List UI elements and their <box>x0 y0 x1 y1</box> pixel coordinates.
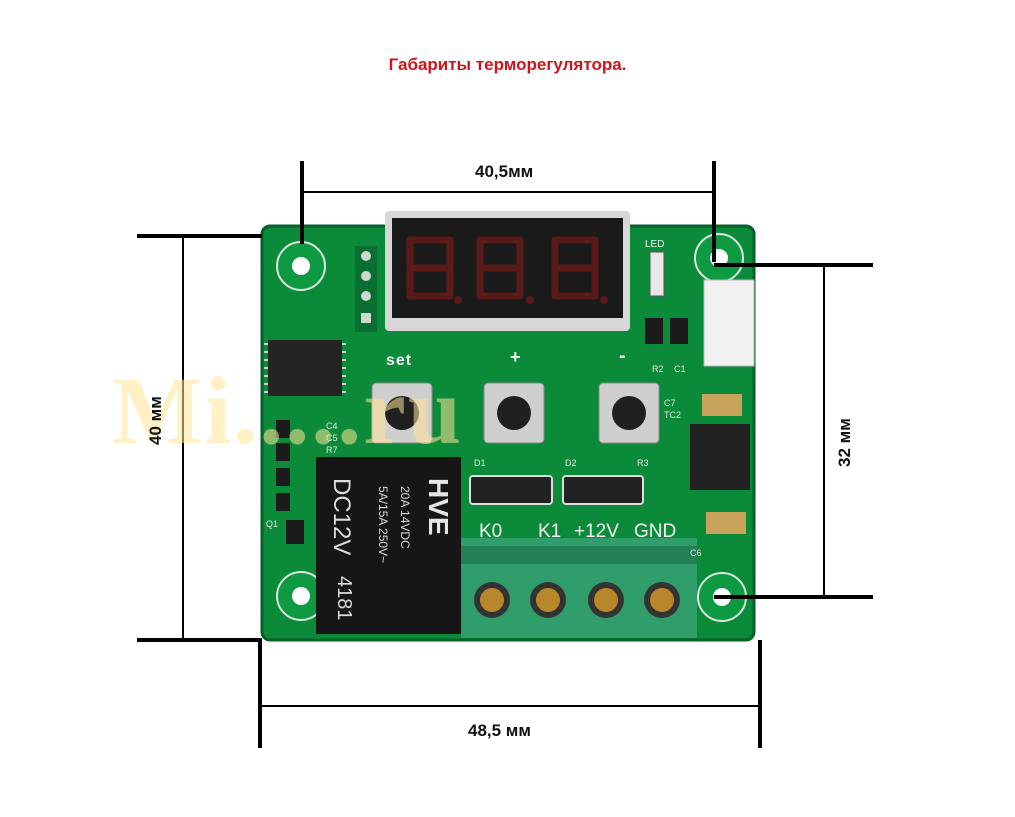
page-title: Габариты терморегулятора. <box>388 55 627 74</box>
relay-code: 4181 <box>333 576 355 621</box>
terminal-label-gnd: GND <box>634 521 677 542</box>
seven-segment-display <box>385 211 630 331</box>
relay-brand: HVE <box>423 478 454 536</box>
watermark: Mi.....ru <box>112 357 464 464</box>
relay-rating-2: 5A/15A 250V~ <box>376 486 390 564</box>
component-label-tc2: TC2 <box>664 410 682 420</box>
terminal-label-k0: K0 <box>479 521 503 542</box>
dimension-bottom-label: 48,5 мм <box>468 721 531 740</box>
pin-header <box>355 246 377 332</box>
terminal-block <box>461 538 697 638</box>
component-label-c1: C1 <box>674 364 686 374</box>
button-label-set: set <box>386 352 413 369</box>
relay <box>316 457 461 634</box>
button-label-plus: + <box>510 347 521 367</box>
smd-components <box>276 318 750 544</box>
dimension-top-label: 40,5мм <box>475 162 534 181</box>
led-label: LED <box>645 239 665 250</box>
terminal-label-k1: K1 <box>538 521 562 542</box>
led <box>649 251 665 297</box>
relay-model: DC12V <box>328 478 355 556</box>
component-label-r3: R3 <box>637 458 649 468</box>
button-label-minus: - <box>619 345 626 367</box>
component-label-r7: R7 <box>326 445 338 455</box>
tact-buttons <box>371 382 660 444</box>
component-label-c7: C7 <box>664 398 676 408</box>
mounting-holes <box>276 233 747 622</box>
relay-rating-1: 20A 14VDC <box>398 486 412 549</box>
component-label-d2: D2 <box>565 458 577 468</box>
dimension-lines <box>137 161 873 748</box>
terminal-label-12v: +12V <box>574 521 619 542</box>
component-label-q1: Q1 <box>266 519 279 529</box>
component-label-d1: D1 <box>474 458 486 468</box>
dimension-right-label: 32 мм <box>835 418 854 467</box>
ic-chip <box>264 340 346 396</box>
component-label-r2: R2 <box>652 364 664 374</box>
component-label-c5: C5 <box>326 433 338 443</box>
component-label-c4: C4 <box>326 421 338 431</box>
sensor-connector <box>703 279 755 367</box>
dimension-left-label: 40 мм <box>146 396 165 445</box>
component-label-c6: C6 <box>690 548 702 558</box>
diodes <box>469 475 644 505</box>
